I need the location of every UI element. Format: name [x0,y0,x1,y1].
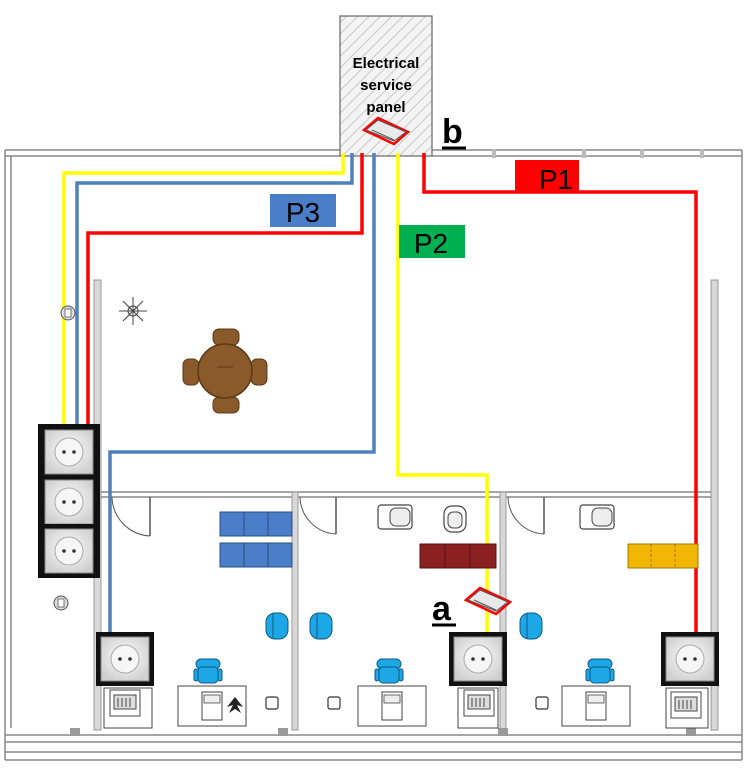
plant-icon [119,297,147,325]
round-table-icon [182,328,268,414]
marker-a-label: a [432,590,452,628]
marker-b: b [442,113,466,151]
printer-icon [670,691,702,719]
cable-path-p3-left[interactable] [75,153,354,425]
office-chair-icon [374,658,404,684]
shelf-icon [419,543,497,569]
socket-icon[interactable] [448,631,508,687]
socket-column-left [38,424,100,579]
socket-icon[interactable] [39,523,99,579]
socket-icon[interactable] [39,474,99,530]
office-chair-icon [309,612,333,640]
path-tag-p2-label: P2 [414,228,448,259]
toilet-icon [579,504,615,530]
cable-path-red-left[interactable] [86,153,364,425]
cable-path-yellow-left[interactable] [62,153,345,425]
sink-icon [443,505,467,533]
printer-stand [665,687,709,729]
panel-label-line1: Electrical [353,55,420,72]
path-tag-p1-label: P1 [539,164,573,195]
path-tag-p3[interactable]: P3 [270,194,336,228]
office-chair-icon [519,612,543,640]
cable-paths [62,153,698,633]
bin-icon [535,696,549,710]
desk-icon [561,685,631,727]
shelf-icon [627,543,699,569]
path-tag-p3-label: P3 [286,197,320,228]
marker-b-label: b [442,113,463,151]
office-chair-icon [585,658,615,684]
desk-icon [357,685,427,727]
shelf-icon [219,511,293,568]
printer-stand [103,687,153,729]
printer-icon [109,689,141,717]
office-chair-icon [265,612,289,640]
plant-icon [227,697,243,713]
bin-icon [327,696,341,710]
marker-a: a [432,590,456,628]
thermostat-icon [60,305,76,321]
socket-icon[interactable] [660,631,720,687]
printer-icon [463,689,495,717]
socket-icon[interactable] [39,424,99,480]
path-tag-p1[interactable]: P1 [515,160,579,195]
toilet-icon [377,504,413,530]
path-tag-p2[interactable]: P2 [399,225,465,259]
socket-icon[interactable] [95,631,155,687]
panel-label-line3: panel [366,99,405,116]
printer-stand [457,687,499,729]
panel-label-line2: service [360,77,412,94]
cable-path-p3-office[interactable] [108,153,376,633]
office-chair-icon [193,658,223,684]
thermostat-icon [53,595,69,611]
bin-icon [265,696,279,710]
